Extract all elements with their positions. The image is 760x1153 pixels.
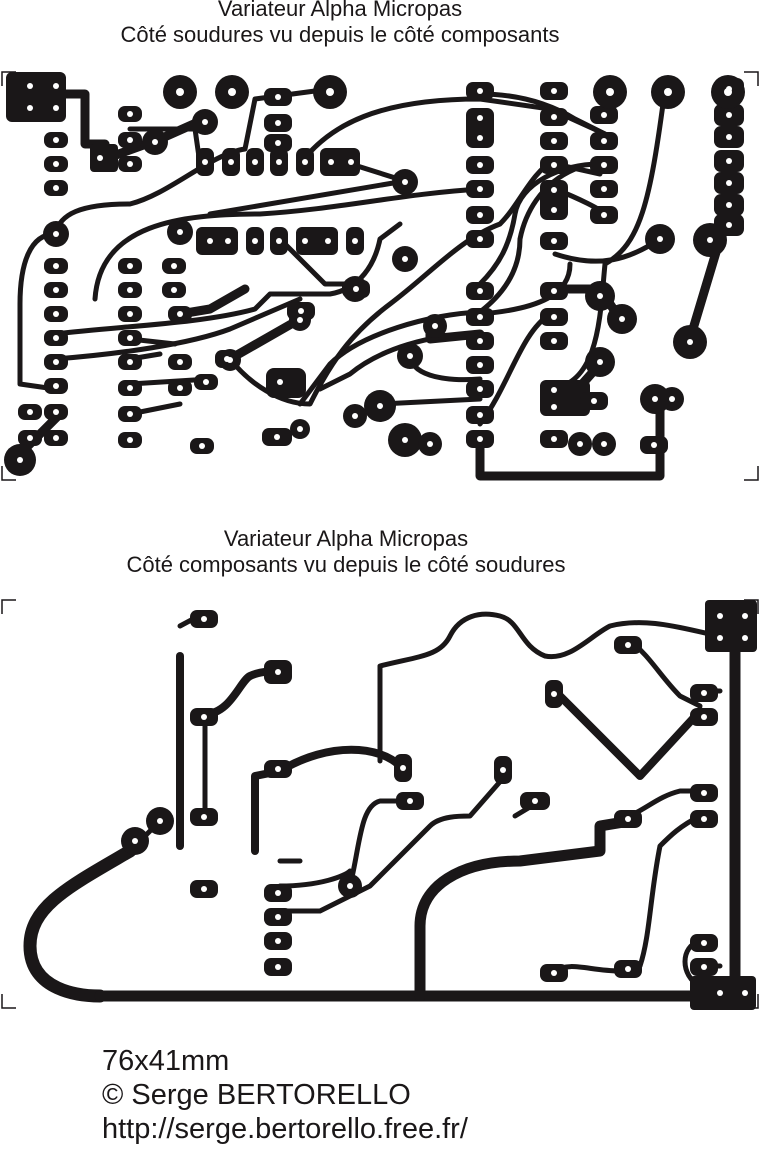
top-board-title-line1: Variateur Alpha Micropas bbox=[217, 0, 463, 21]
bottom-board-title-line1: Variateur Alpha Micropas bbox=[223, 526, 469, 551]
copyright-line: © Serge BERTORELLO bbox=[102, 1079, 411, 1111]
top-board-title-line2: Côté soudures vu depuis le côté composan… bbox=[120, 22, 560, 47]
footer-credits: 76x41mm © Serge BERTORELLO http://serge.… bbox=[102, 1044, 468, 1146]
board-dimensions: 76x41mm bbox=[102, 1045, 230, 1077]
top-board-title: Variateur Alpha Micropas Côté soudures v… bbox=[0, 0, 680, 48]
bottom-board-title-line2: Côté composants vu depuis le côté soudur… bbox=[126, 552, 566, 577]
bottom-board-title: Variateur Alpha Micropas Côté composants… bbox=[0, 526, 692, 578]
component-side-pcb-layout bbox=[1, 599, 759, 1010]
solder-side-pcb-layout bbox=[1, 71, 759, 481]
author-url: http://serge.bertorello.free.fr/ bbox=[102, 1113, 468, 1145]
